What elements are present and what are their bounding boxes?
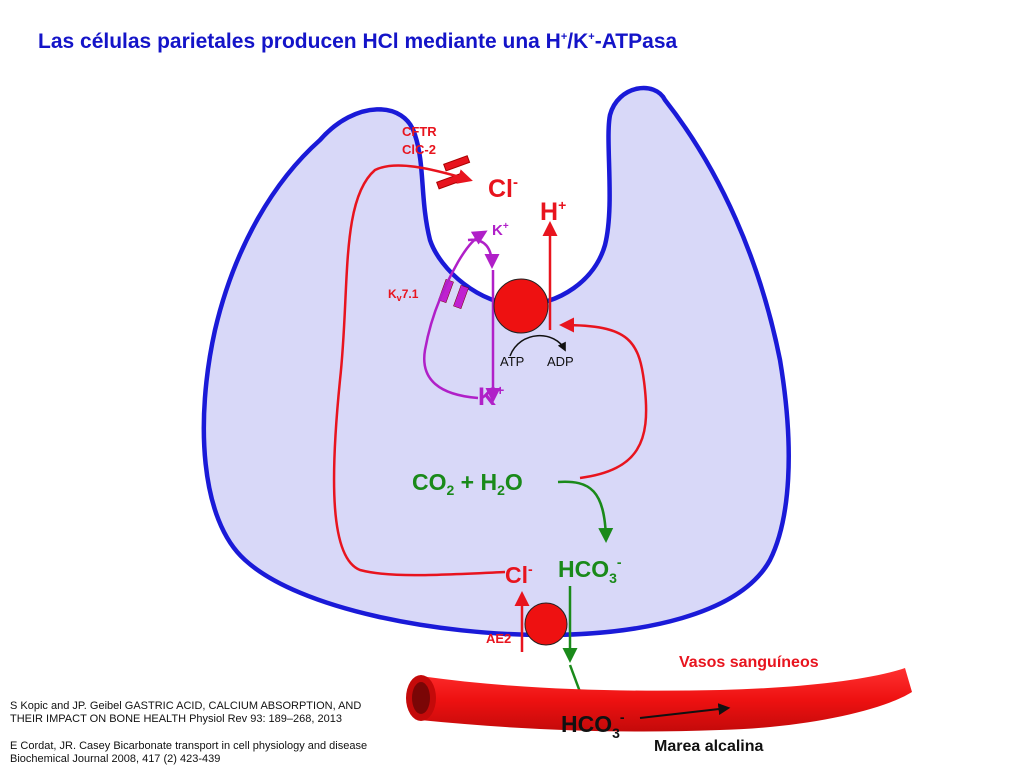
kv71-channel: [438, 278, 469, 310]
label-marea-alcalina: Marea alcalina: [654, 738, 764, 755]
cl-recycle-arrow: [332, 164, 506, 577]
label-clc2: ClC-2: [402, 142, 436, 157]
parietal-cell: [201, 85, 791, 638]
label-adp: ADP: [547, 354, 574, 369]
label-kv71: Kv7.1: [388, 287, 419, 303]
page-title: Las células parietales producen HCl medi…: [38, 30, 678, 53]
reference-cordat: E Cordat, JR. Casey Bicarbonate transpor…: [10, 740, 368, 765]
h-supply-arrow: [559, 317, 648, 480]
reference-kopic: S Kopic and JP. Geibel GASTRIC ACID, CAL…: [10, 700, 362, 725]
label-hco3-cytosol: HCO3-: [558, 554, 622, 586]
blood-flow-arrow: [639, 703, 731, 719]
label-k-apical: K+: [492, 221, 509, 239]
label-cftr: CFTR: [402, 124, 437, 139]
label-co2-h2o: CO2 + H2O: [412, 469, 523, 498]
cftr-clc2-channel: [436, 155, 471, 190]
label-ae2: AE2: [486, 631, 511, 646]
ae2-exchanger: [524, 602, 568, 646]
hco3-formation-arrow: [557, 480, 614, 543]
label-vasos-sanguineos: Vasos sanguíneos: [679, 654, 819, 671]
label-atp: ATP: [500, 354, 524, 369]
label-h-plus: H+: [540, 197, 566, 226]
h-k-atpase-pump: [493, 278, 549, 334]
label-k-cytosol: K+: [478, 382, 504, 411]
atp-adp-arrow: [509, 335, 566, 357]
k-recycle-arrow: [422, 230, 488, 400]
label-cl-basolateral: Cl-: [505, 561, 533, 588]
k-hook-arrow: [467, 238, 500, 269]
label-hco3-blood: HCO3-: [561, 709, 625, 741]
blood-vessel: [406, 668, 912, 732]
label-cl-apical: Cl-: [488, 174, 518, 203]
